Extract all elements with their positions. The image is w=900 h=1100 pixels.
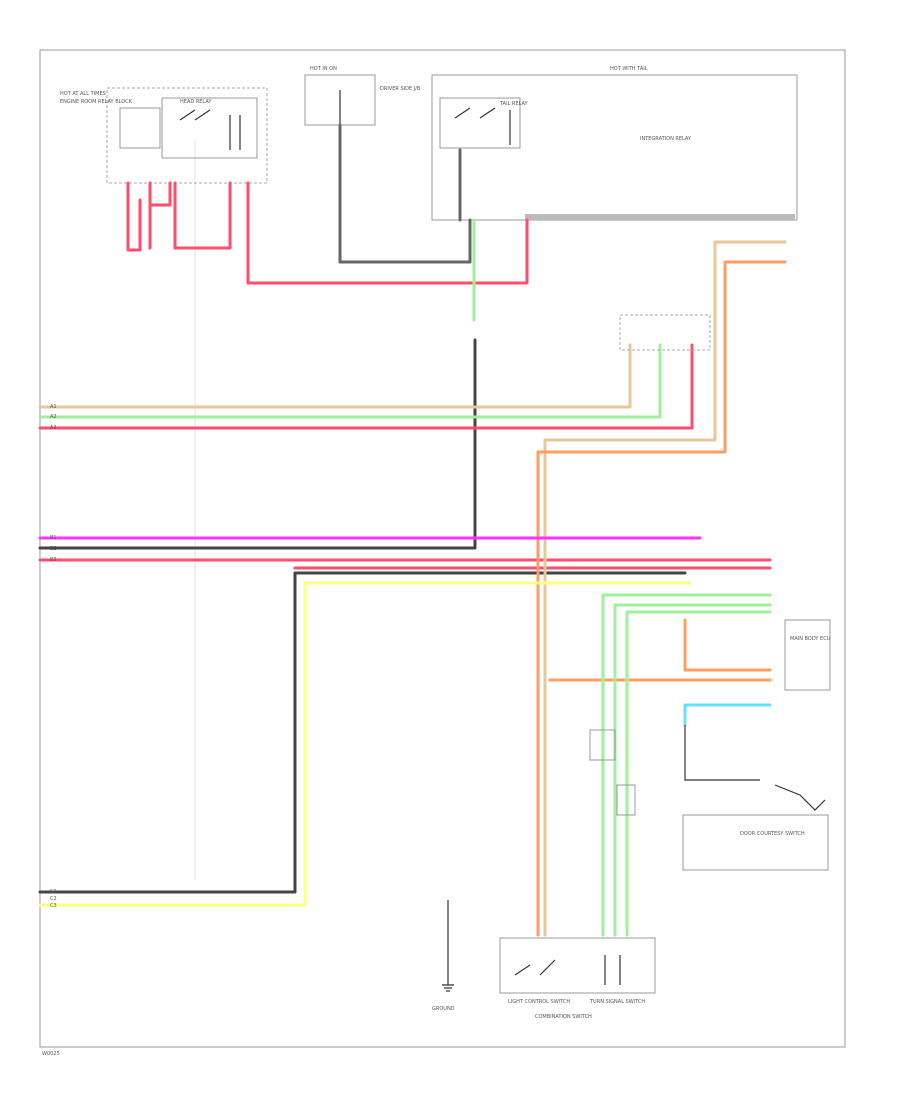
door-switch-label: DOOR COURTESY SWITCH (740, 831, 805, 837)
connector-label-b2: B2 (50, 546, 57, 552)
left-top-sub: ENGINE ROOM RELAY BLOCK (60, 99, 133, 105)
wire-yellow (38, 581, 692, 907)
wire-orange-3 (683, 618, 772, 672)
wire-cyan (683, 703, 772, 727)
wire-black-4 (38, 571, 687, 894)
wire-red-3 (173, 181, 232, 250)
body-ecu-label: MAIN BODY ECU (790, 636, 831, 642)
integration-relay-label: INTEGRATION RELAY (640, 136, 692, 142)
connector-mid-1 (589, 729, 616, 761)
engine-relay-block: HOT AT ALL TIMES ENGINE ROOM RELAY BLOCK… (60, 87, 268, 184)
connector-label-a3: A3 (50, 425, 57, 431)
combo-switch-label: COMBINATION SWITCH (535, 1014, 592, 1020)
connector-label-c1: C1 (50, 889, 57, 895)
ground-label: GROUND (432, 1006, 455, 1012)
connector-label-b1: B1 (50, 535, 57, 541)
fuse-title: HOT IN ON (310, 66, 337, 72)
wire-orange-1 (536, 260, 787, 937)
left-top-label: HOT AT ALL TIMES (60, 91, 106, 97)
integration-relay: HOT WITH TAIL TAIL RELAY INTEGRATION REL… (431, 66, 798, 221)
wire-green-3 (601, 593, 772, 937)
wire-green-2 (38, 343, 662, 419)
relay-bus-bar (525, 214, 795, 220)
connector-label-c2: C2 (50, 896, 57, 902)
wire-black-1 (338, 123, 472, 264)
wire-green-5 (625, 610, 772, 937)
connector-label-c3: C3 (50, 903, 57, 909)
light-switch-label: LIGHT CONTROL SWITCH (508, 999, 570, 1005)
connector-label-b3: B3 (50, 557, 57, 563)
combination-switch: LIGHT CONTROL SWITCH TURN SIGNAL SWITCH … (499, 937, 656, 1020)
wire-black-3 (38, 338, 477, 550)
wire-red-5 (38, 343, 694, 430)
ground-symbol: GROUND (432, 900, 455, 1012)
wire-tan-2 (543, 240, 787, 937)
wire-red-4 (246, 181, 529, 285)
right-connector-module: MAIN BODY ECU DOOR COURTESY SWITCH (619, 314, 831, 871)
connector-mid-2 (616, 784, 636, 816)
connector-label-a2: A2 (50, 414, 57, 420)
wire-red-2 (148, 181, 172, 250)
wire-red-1 (126, 181, 142, 252)
turn-switch-label: TURN SIGNAL SWITCH (589, 999, 645, 1005)
footer-code: W0025 (42, 1051, 60, 1057)
tail-relay-label: TAIL RELAY (499, 101, 529, 107)
hot-tail-label: HOT WITH TAIL (610, 66, 648, 72)
wire-tan-1 (38, 343, 632, 409)
connector-label-a1: A1 (50, 404, 57, 410)
fuse-box-label: DRIVER SIDE J/B (380, 86, 421, 92)
wire-green-4 (613, 603, 772, 937)
head-relay-label: HEAD RELAY (180, 99, 212, 105)
fuse-block: HOT IN ON DRIVER SIDE J/B (304, 66, 421, 126)
